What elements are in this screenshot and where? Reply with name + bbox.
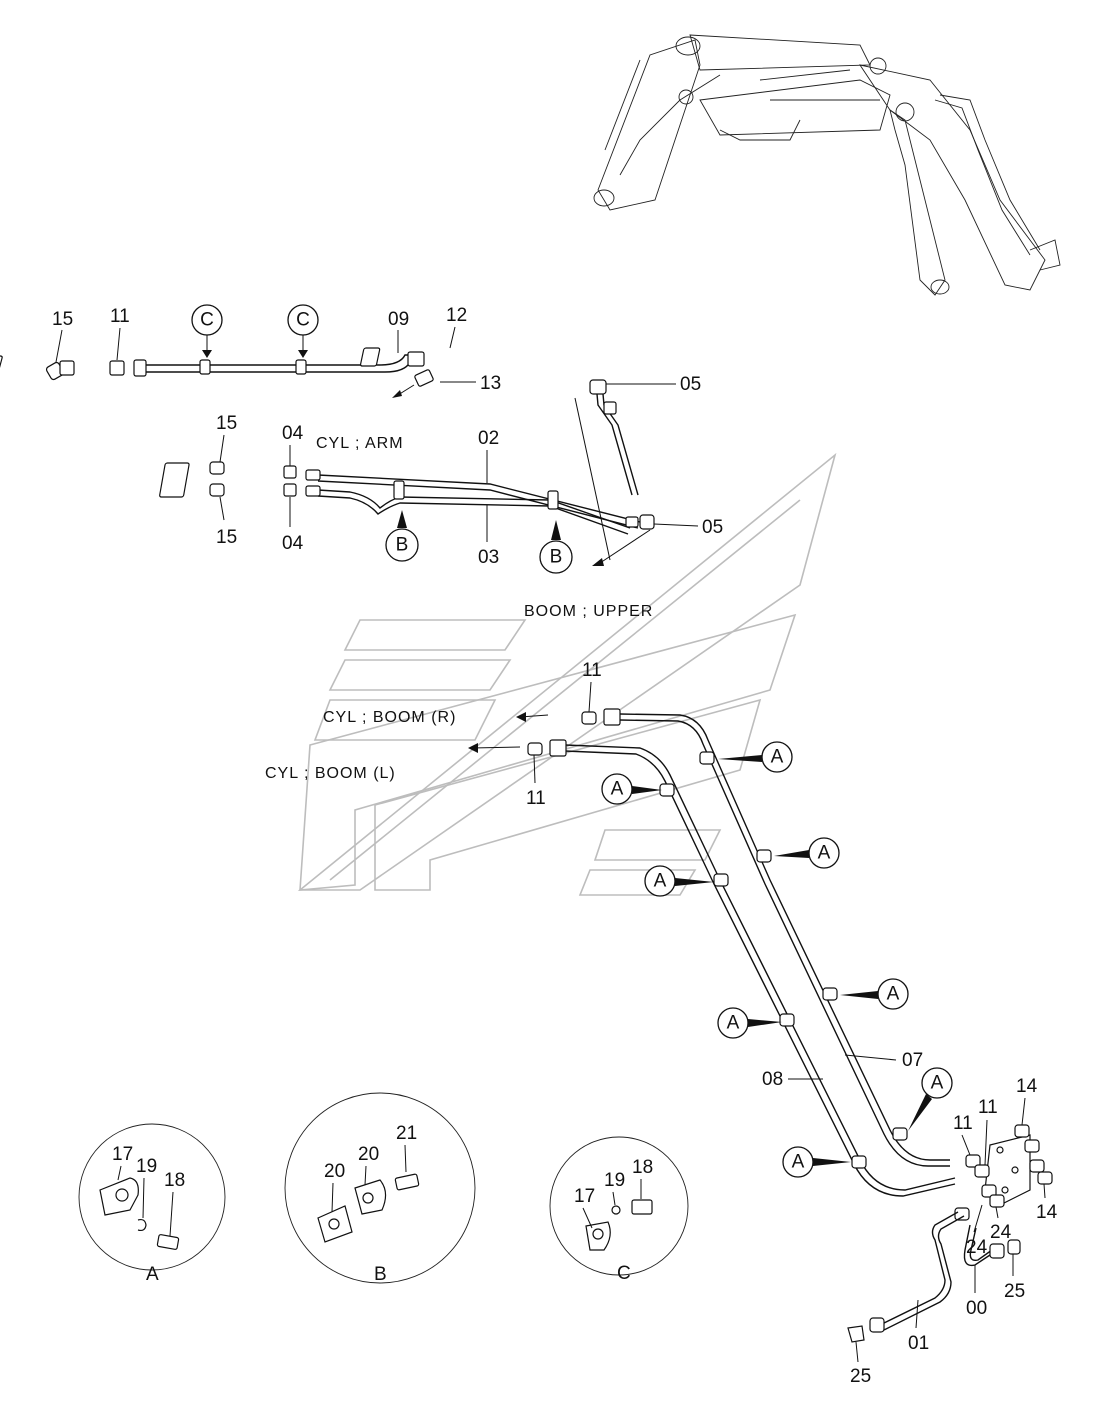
part-number: 11 — [582, 660, 602, 681]
svg-text:C: C — [200, 310, 214, 331]
part-number: 05 — [702, 517, 723, 538]
washer-icon — [137, 1218, 147, 1232]
caption-cyl-arm: CYL ; ARM — [316, 435, 404, 452]
part-number: 25 — [850, 1366, 871, 1387]
caption-cyl-boom-l: CYL ; BOOM (L) — [265, 765, 396, 782]
clamp-icon — [547, 490, 559, 510]
callout-a-5: A — [840, 978, 909, 1010]
clamp-icon — [892, 1127, 908, 1141]
caption-boom-upper: BOOM ; UPPER — [524, 603, 653, 620]
clamp-icon — [699, 751, 715, 765]
part-number: 08 — [762, 1069, 783, 1090]
clamp-icon — [199, 359, 211, 375]
svg-text:19: 19 — [136, 1156, 157, 1177]
clamp-icon — [659, 783, 675, 797]
svg-text:17: 17 — [112, 1144, 133, 1165]
svg-text:A: A — [654, 871, 667, 892]
svg-text:A: A — [771, 747, 784, 768]
part-number: 01 — [908, 1333, 929, 1354]
clamp-icon — [779, 1013, 795, 1027]
callout-a-6: A — [717, 1007, 782, 1039]
svg-text:A: A — [727, 1013, 740, 1034]
svg-text:C: C — [617, 1263, 631, 1284]
part-number: 15 — [52, 309, 73, 330]
svg-text:A: A — [146, 1264, 159, 1285]
clamp-icon — [851, 1155, 867, 1169]
clamp-icon — [822, 987, 838, 1001]
part-number: 25 — [1004, 1281, 1025, 1302]
detail-c: 17 19 18 C — [549, 1136, 689, 1284]
part-number: 12 — [446, 305, 467, 326]
callout-b-2: B — [539, 520, 573, 574]
part-number: 24 — [990, 1222, 1012, 1243]
callout-a-4: A — [644, 865, 714, 897]
part-number: 11 — [953, 1113, 973, 1134]
part-number: 00 — [966, 1298, 987, 1319]
excavator-boom-icon — [593, 34, 1061, 296]
svg-text:A: A — [931, 1073, 944, 1094]
detail-b: 20 20 21 B — [284, 1092, 476, 1285]
part-number: 15 — [216, 527, 237, 548]
callout-a-7: A — [908, 1067, 953, 1131]
svg-text:18: 18 — [164, 1170, 185, 1191]
callout-c-2: C — [287, 304, 319, 358]
svg-text:A: A — [887, 984, 900, 1005]
arm-cylinder-hose-assembly — [159, 379, 655, 566]
bolt-icon — [394, 1173, 420, 1191]
part-number: 09 — [388, 309, 409, 330]
part-number: 11 — [978, 1097, 998, 1118]
manifold-assembly — [847, 1124, 1053, 1343]
part-number: 15 — [216, 413, 237, 434]
part-number: 03 — [478, 547, 499, 568]
part-number: 05 — [680, 374, 701, 395]
watermark-logo — [297, 452, 837, 896]
washer-icon — [611, 1205, 621, 1215]
clamp-icon — [756, 849, 772, 863]
part-number: 04 — [282, 423, 304, 444]
svg-text:C: C — [296, 310, 310, 331]
svg-text:B: B — [396, 535, 409, 556]
svg-text:19: 19 — [604, 1170, 625, 1191]
svg-text:B: B — [374, 1264, 387, 1285]
part-number: 11 — [526, 788, 546, 809]
caption-cyl-boom-r: CYL ; BOOM (R) — [323, 709, 456, 726]
part-number: 24 — [966, 1237, 988, 1258]
part-number: 13 — [480, 373, 501, 394]
svg-text:17: 17 — [574, 1186, 595, 1207]
part-number: 02 — [478, 428, 499, 449]
part-number: 04 — [282, 533, 304, 554]
part-labels: 15 11 09 12 13 15 15 04 04 02 03 05 05 1… — [52, 305, 1058, 1387]
callout-b-1: B — [385, 510, 419, 562]
clamp-icon — [295, 359, 307, 375]
svg-text:20: 20 — [358, 1144, 379, 1165]
svg-text:B: B — [550, 547, 563, 568]
part-number: 11 — [110, 306, 130, 327]
bolt-icon — [631, 1199, 653, 1215]
clamp-icon — [393, 480, 405, 500]
arm-top-hose-assembly — [0, 347, 434, 398]
part-number: 14 — [1016, 1076, 1038, 1097]
callout-a-1: A — [718, 741, 793, 773]
bolt-icon — [156, 1234, 180, 1250]
fitting-icon — [0, 347, 434, 387]
detail-a: 17 19 18 A — [78, 1123, 226, 1285]
callout-a-8: A — [782, 1146, 851, 1178]
svg-text:21: 21 — [396, 1123, 417, 1144]
callout-a-3: A — [774, 837, 840, 869]
svg-text:20: 20 — [324, 1161, 345, 1182]
svg-text:A: A — [792, 1152, 805, 1173]
part-number: 14 — [1036, 1202, 1058, 1223]
part-number: 07 — [902, 1050, 923, 1071]
callout-a-2: A — [601, 773, 662, 805]
svg-text:A: A — [611, 779, 624, 800]
svg-text:18: 18 — [632, 1157, 653, 1178]
clamp-icon — [713, 873, 729, 887]
boom-hose-assembly — [468, 708, 956, 1197]
callout-c-1: C — [191, 304, 223, 358]
svg-text:A: A — [818, 843, 831, 864]
